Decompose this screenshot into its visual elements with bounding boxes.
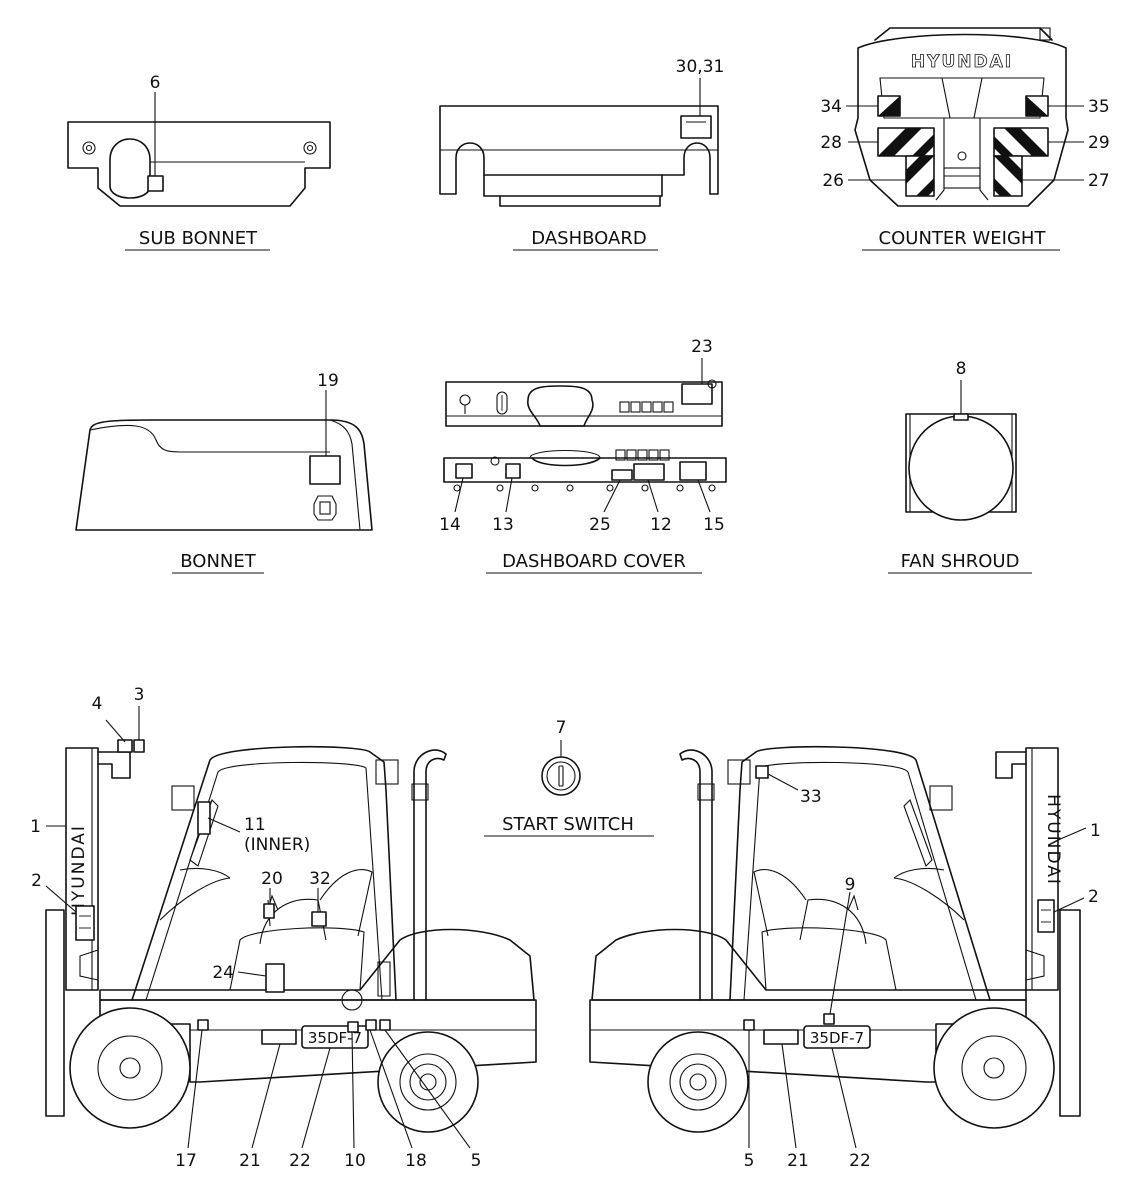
decal-10	[347, 1021, 359, 1033]
callout-left-5: 5	[471, 1151, 482, 1171]
callout-right-22: 22	[849, 1151, 871, 1171]
counter-weight-brand: HYUNDAI	[911, 52, 1013, 72]
left-decal-2	[75, 905, 95, 941]
decal-3	[133, 739, 145, 753]
callout-35: 35	[1088, 97, 1110, 117]
callout-25: 25	[589, 515, 611, 535]
callout-27: 27	[1088, 171, 1110, 191]
decal-35	[1025, 95, 1049, 117]
callout-7: 7	[556, 718, 567, 738]
callout-26: 26	[822, 171, 844, 191]
decal-18	[365, 1019, 377, 1031]
callout-left-21: 21	[239, 1151, 261, 1171]
callout-12: 12	[650, 515, 672, 535]
decal-13	[505, 463, 521, 479]
decal-32	[311, 911, 327, 927]
left-decal-5	[379, 1019, 391, 1031]
decal-11	[197, 801, 211, 835]
callout-34: 34	[820, 97, 842, 117]
right-decal-22	[803, 1025, 871, 1049]
decal-8	[953, 413, 969, 421]
callout-13: 13	[492, 515, 514, 535]
callout-left-1: 1	[30, 817, 41, 837]
callout-right-1: 1	[1090, 821, 1101, 841]
right-decal-5	[743, 1019, 755, 1031]
callout-left-11-inner: (INNER)	[244, 835, 310, 855]
callout-left-24: 24	[212, 963, 234, 983]
callout-left-11: 11	[244, 815, 266, 835]
decal-26	[905, 155, 935, 197]
caption-counter-weight: COUNTER WEIGHT	[879, 228, 1047, 249]
callout-left-18: 18	[405, 1151, 427, 1171]
callout-29: 29	[1088, 133, 1110, 153]
sub-bonnet-view: 6 SUB BONNET	[67, 73, 331, 251]
bonnet-view: 19 BONNET	[75, 371, 373, 574]
callout-left-2: 2	[31, 871, 42, 891]
decal-12	[633, 463, 665, 481]
callout-19: 19	[317, 371, 339, 391]
decal-9	[823, 1013, 835, 1025]
decal-4	[117, 739, 133, 753]
decal-33	[755, 765, 769, 779]
left-decal-21	[261, 1029, 297, 1045]
caption-sub-bonnet: SUB BONNET	[139, 228, 258, 249]
decal-27	[993, 155, 1023, 197]
dashboard-view: 30,31 DASHBOARD	[439, 57, 725, 251]
right-decal-21	[763, 1029, 799, 1045]
decal-25	[611, 469, 633, 481]
start-switch-view: 7 START SWITCH	[484, 718, 654, 837]
right-forklift-view: HYUNDAI 35DF-7	[589, 745, 1101, 1171]
caption-start-switch: START SWITCH	[502, 814, 634, 835]
decal-29	[993, 127, 1049, 157]
decal-30-31	[680, 115, 712, 139]
callout-14: 14	[439, 515, 461, 535]
callout-left-32: 32	[309, 869, 331, 889]
decal-6	[147, 175, 164, 192]
right-model-badge: 35DF-7	[810, 1029, 864, 1047]
decal-34	[877, 95, 901, 117]
caption-fan-shroud: FAN SHROUD	[901, 551, 1020, 572]
decal-15	[679, 461, 707, 481]
callout-30-31: 30,31	[676, 57, 725, 77]
caption-dashboard: DASHBOARD	[531, 228, 646, 249]
dashboard-cover-view: 23 14 13 25 12 15 DASHBOARD COVER	[439, 337, 727, 574]
callout-right-2: 2	[1088, 887, 1099, 907]
callout-left-4: 4	[92, 694, 103, 714]
decal-24	[265, 963, 285, 993]
decal-28	[877, 127, 935, 157]
decal-17	[197, 1019, 209, 1031]
decal-19	[309, 455, 341, 485]
caption-bonnet: BONNET	[180, 551, 257, 572]
decal-20	[263, 903, 275, 919]
callout-23: 23	[691, 337, 713, 357]
decal-14	[455, 463, 473, 479]
callout-right-9: 9	[845, 875, 856, 895]
callout-right-33: 33	[800, 787, 822, 807]
callout-right-5: 5	[744, 1151, 755, 1171]
left-forklift-view: HYUNDAI 35DF-7	[30, 685, 537, 1171]
callout-left-10: 10	[344, 1151, 366, 1171]
right-mast-brand: HYUNDAI	[1043, 794, 1063, 886]
caption-dashboard-cover: DASHBOARD COVER	[502, 551, 686, 572]
fan-shroud-view: 8 FAN SHROUD	[888, 359, 1032, 574]
callout-left-20: 20	[261, 869, 283, 889]
left-model-badge: 35DF-7	[308, 1029, 362, 1047]
callout-left-3: 3	[134, 685, 145, 705]
decal-23	[681, 383, 713, 405]
callout-left-22: 22	[289, 1151, 311, 1171]
callout-28: 28	[820, 133, 842, 153]
left-mast-brand: HYUNDAI	[69, 824, 89, 916]
callout-left-17: 17	[175, 1151, 197, 1171]
callout-right-21: 21	[787, 1151, 809, 1171]
callout-6: 6	[150, 73, 161, 93]
right-decal-2	[1037, 899, 1055, 933]
callout-8: 8	[956, 359, 967, 379]
callout-15: 15	[703, 515, 725, 535]
counter-weight-view: HYUNDAI	[820, 27, 1110, 251]
